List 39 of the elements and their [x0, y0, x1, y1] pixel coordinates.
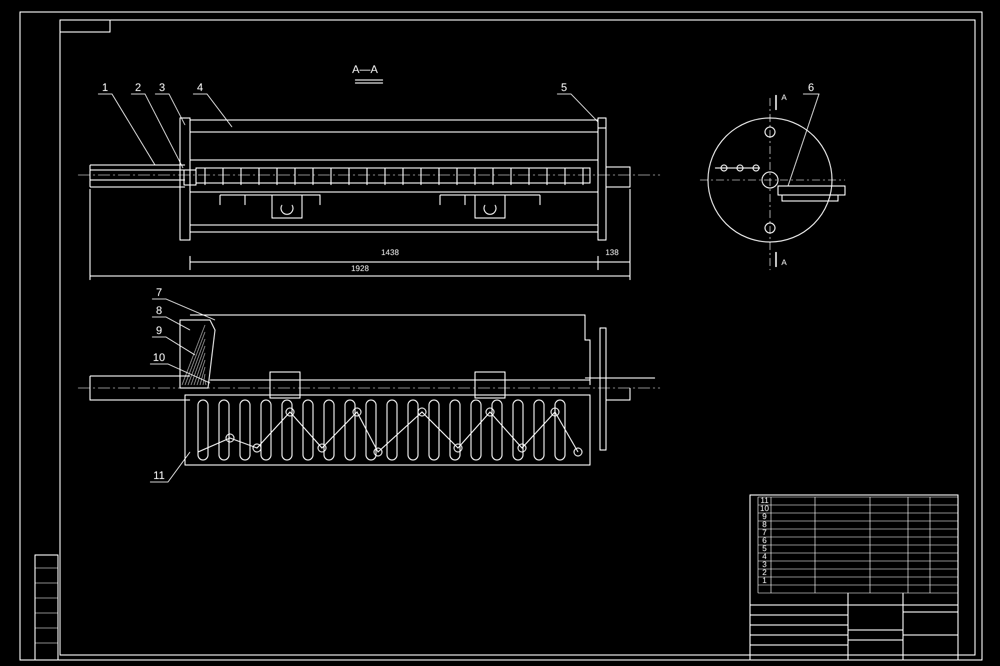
leader-line [130, 94, 184, 168]
table-cell-text: 6 [761, 536, 768, 545]
callout-number: 9 [152, 325, 166, 337]
dimension-text: 1438 [380, 248, 400, 257]
callout-number: 2 [131, 82, 145, 94]
callout-number: 1 [98, 82, 112, 94]
table-cell-text: 3 [761, 560, 768, 569]
table-cell-text: 9 [761, 512, 768, 521]
callout-number: 6 [803, 82, 819, 94]
leader-line [150, 452, 190, 482]
callout-number: 11 [150, 470, 168, 482]
callout-number: 3 [155, 82, 169, 94]
callout-number: 10 [150, 352, 168, 364]
callout-number: 7 [152, 287, 166, 299]
leader-line [556, 94, 598, 122]
callout-number: 5 [557, 82, 571, 94]
callout-number: 8 [152, 305, 166, 317]
leader-line [192, 94, 232, 128]
dimension-text: 1928 [350, 264, 370, 273]
leader-line [150, 364, 210, 384]
table-cell-text: 1 [761, 576, 768, 585]
table-cell-text: 10 [759, 504, 770, 513]
leader-line [98, 94, 156, 166]
section-letter: A [780, 93, 788, 102]
leader-line [152, 336, 196, 356]
leader-line [152, 316, 190, 330]
table-cell-text: 4 [761, 552, 768, 561]
table-cell-text: 11 [759, 496, 770, 505]
dimension-text: 138 [604, 248, 620, 257]
table-cell-text: 5 [761, 544, 768, 553]
leader-line [154, 94, 186, 126]
leader-line [152, 298, 216, 320]
section-letter: A [780, 258, 788, 267]
table-cell-text: 2 [761, 568, 768, 577]
table-cell-text: 8 [761, 520, 768, 529]
leader-line [788, 94, 820, 186]
view-title: A—A [351, 64, 379, 76]
table-cell-text: 7 [761, 528, 768, 537]
callout-number: 4 [193, 82, 207, 94]
